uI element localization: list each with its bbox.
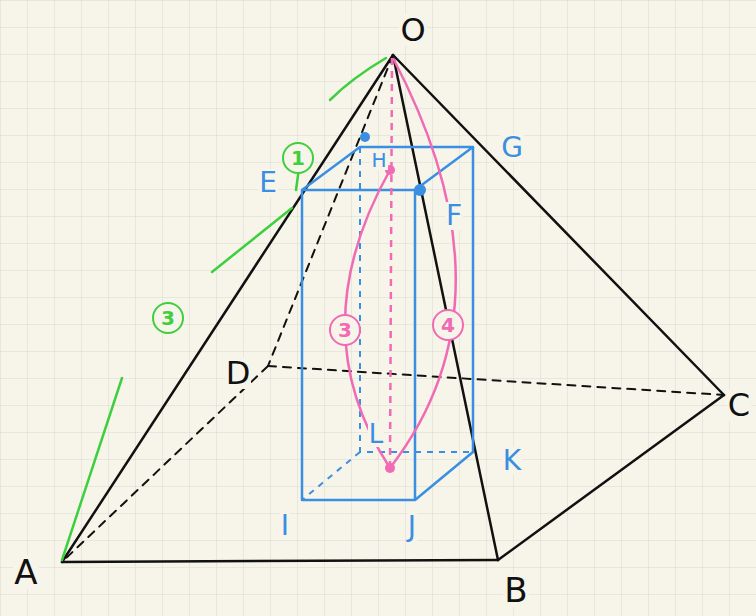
vertex-label: E xyxy=(258,169,278,197)
circled-number-text: 3 xyxy=(338,320,352,340)
vertex-label: G xyxy=(500,134,524,162)
circled-number: 3 xyxy=(329,314,361,346)
circled-number: 4 xyxy=(432,309,464,341)
vertex-label: I xyxy=(280,512,290,540)
vertex-label: K xyxy=(502,447,522,475)
circled-number: 1 xyxy=(282,142,314,174)
vertex-label: O xyxy=(399,14,426,46)
vertex-label: F xyxy=(445,202,463,230)
circled-number-text: 3 xyxy=(161,308,175,328)
circled-number-text: 1 xyxy=(291,148,305,168)
circled-number: 3 xyxy=(152,302,184,334)
vertex-label: C xyxy=(727,389,751,421)
vertex-label: H xyxy=(370,150,387,170)
vertex-label: L xyxy=(368,421,385,447)
vertex-label: B xyxy=(503,573,528,607)
vertex-label: D xyxy=(225,357,252,389)
circled-number-text: 4 xyxy=(441,315,455,335)
vertex-label: J xyxy=(407,513,417,541)
vertex-label: A xyxy=(13,555,38,589)
